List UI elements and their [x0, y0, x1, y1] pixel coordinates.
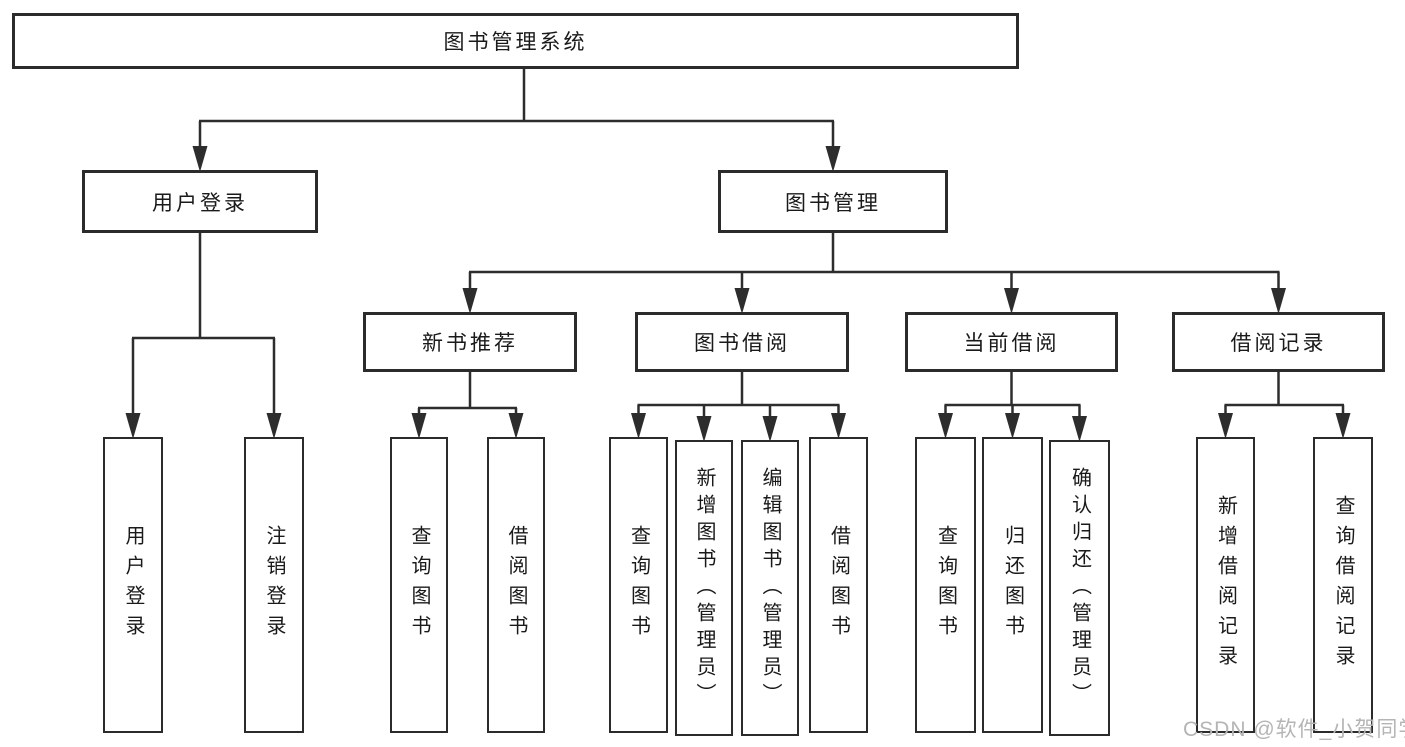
- node-query-books-recommend-label: 查询图书: [408, 525, 430, 645]
- node-borrow-books-borrowing-label: 借阅图书: [827, 525, 850, 645]
- node-query-books-current-label: 查询图书: [934, 525, 957, 645]
- csdn-watermark: CSDN @软件_小贺同学: [1183, 718, 1405, 741]
- node-query-books-borrowing: 查询图书: [609, 437, 668, 733]
- node-root: 图书管理系统: [12, 13, 1019, 69]
- node-add-borrow-record: 新增借阅记录: [1196, 437, 1255, 733]
- node-add-books-admin: 新增图书（管理员）: [675, 440, 733, 736]
- node-edit-books-admin-label: 编辑图书（管理员）: [759, 466, 781, 710]
- node-add-books-admin-label: 新增图书（管理员）: [693, 466, 715, 710]
- node-query-books-recommend: 查询图书: [390, 437, 448, 733]
- node-current-borrowing: 当前借阅: [905, 312, 1118, 372]
- node-query-borrow-record-label: 查询借阅记录: [1332, 495, 1354, 675]
- node-new-book-recommendation-label: 新书推荐: [422, 332, 518, 355]
- node-borrow-books-borrowing: 借阅图书: [809, 437, 868, 733]
- node-query-borrow-record: 查询借阅记录: [1313, 437, 1373, 733]
- node-book-management: 图书管理: [718, 170, 948, 233]
- node-user-login-leaf: 用户登录: [103, 437, 163, 733]
- node-new-book-recommendation: 新书推荐: [363, 312, 577, 372]
- node-add-borrow-record-label: 新增借阅记录: [1214, 495, 1237, 675]
- node-return-books: 归还图书: [982, 437, 1043, 733]
- node-user-login-label: 用户登录: [152, 191, 248, 215]
- node-current-borrowing-label: 当前借阅: [963, 332, 1060, 355]
- node-query-books-current: 查询图书: [915, 437, 976, 733]
- node-book-management-label: 图书管理: [785, 191, 881, 215]
- node-borrow-books-recommend-label: 借阅图书: [505, 525, 527, 645]
- node-borrowing-records: 借阅记录: [1172, 312, 1385, 372]
- node-borrowing-records-label: 借阅记录: [1230, 332, 1327, 355]
- node-confirm-return-admin-label: 确认归还（管理员）: [1068, 466, 1091, 710]
- node-logout-leaf-label: 注销登录: [263, 525, 285, 645]
- node-user-login-leaf-label: 用户登录: [122, 525, 144, 645]
- node-confirm-return-admin: 确认归还（管理员）: [1049, 440, 1110, 736]
- node-book-borrowing-label: 图书借阅: [694, 332, 790, 355]
- node-user-login: 用户登录: [82, 170, 318, 233]
- node-root-label: 图书管理系统: [443, 31, 588, 54]
- node-return-books-label: 归还图书: [1001, 525, 1024, 645]
- node-borrow-books-recommend: 借阅图书: [487, 437, 545, 733]
- node-edit-books-admin: 编辑图书（管理员）: [741, 440, 799, 736]
- node-query-books-borrowing-label: 查询图书: [627, 525, 650, 645]
- node-book-borrowing: 图书借阅: [635, 312, 849, 372]
- node-logout-leaf: 注销登录: [244, 437, 304, 733]
